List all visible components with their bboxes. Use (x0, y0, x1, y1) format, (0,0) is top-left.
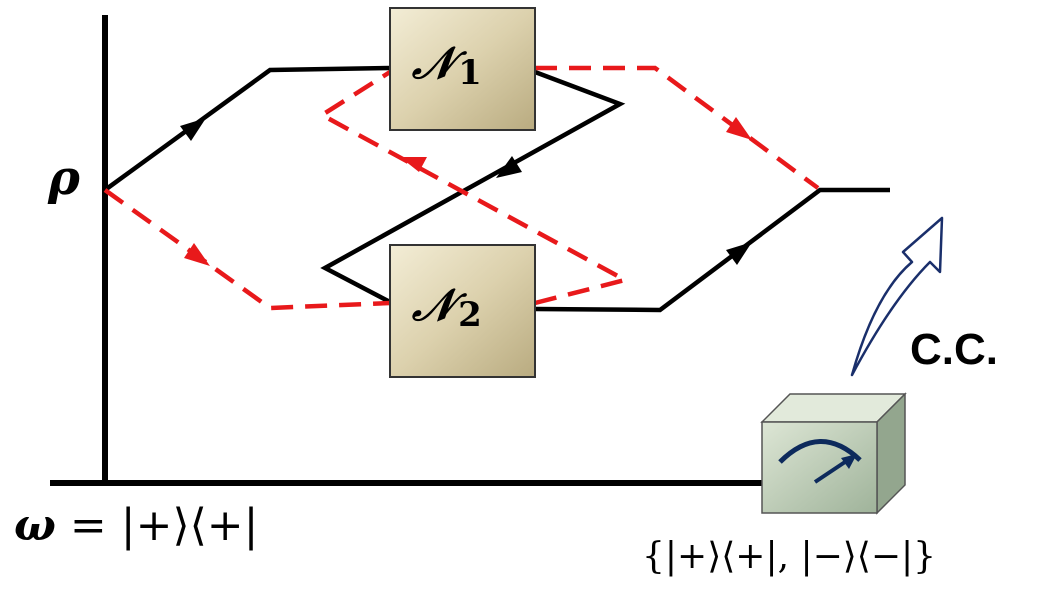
meter-needle-tip-icon (841, 454, 857, 469)
control-state-label: ω = |+⟩⟨+| (14, 500, 258, 551)
control-symbol: ω (14, 500, 56, 551)
solid-arrowhead-1 (180, 118, 206, 141)
classical-communication-label: C.C. (910, 325, 998, 374)
meter-needle-icon (813, 458, 850, 484)
solid-path-upper-entry (103, 65, 391, 192)
solid-path-lower-exit (534, 187, 890, 313)
measurement-basis-label: {|+⟩⟨+|, |−⟩⟨−|} (642, 536, 937, 577)
meter-cube-front (761, 421, 878, 514)
meter-dial-icon (778, 439, 862, 464)
channel-2-letter: 𝒩 (412, 280, 455, 331)
channel-1-letter: 𝒩 (412, 38, 455, 89)
dashed-arrowhead-1 (184, 243, 210, 266)
control-expression: = |+⟩⟨+| (55, 500, 259, 551)
state-label: ρ (48, 150, 80, 206)
channel-2-subscript: 2 (458, 295, 482, 335)
dashed-path-crossing (317, 70, 632, 306)
dashed-path-lower-entry (103, 188, 391, 311)
solid-arrowhead-2 (496, 156, 522, 178)
channel-1-box (389, 7, 536, 131)
dashed-path-upper-exit (535, 65, 820, 190)
classical-communication-arrow (850, 216, 944, 377)
dashed-arrowhead-2 (400, 157, 427, 172)
solid-arrowhead-3 (726, 242, 752, 265)
channel-1-subscript: 1 (458, 53, 482, 93)
channel-2-box (389, 244, 536, 378)
solid-path-zigzag (320, 69, 626, 304)
dashed-arrowhead-3 (726, 117, 752, 140)
